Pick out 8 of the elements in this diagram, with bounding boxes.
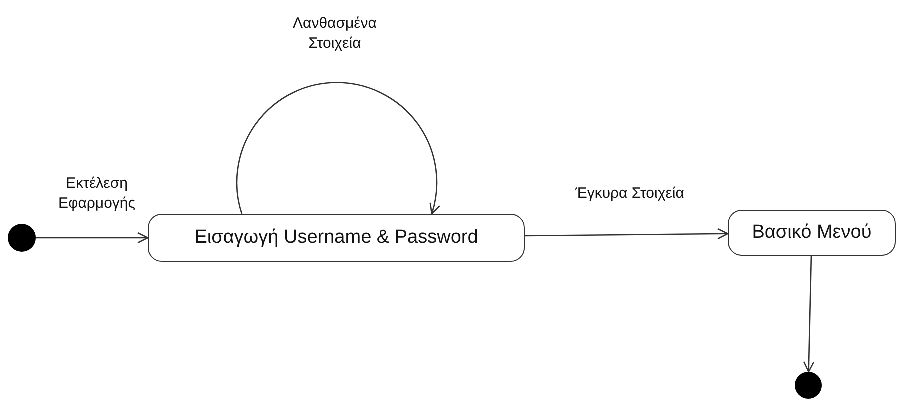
transition-arrow [236, 82, 440, 215]
state-dot [795, 372, 822, 399]
state-box: Εισαγωγή Username & Password [148, 214, 525, 262]
state-dot [8, 224, 36, 252]
transition-arrow [803, 256, 815, 373]
state-box: Βασικό Μενού [728, 210, 896, 256]
transition-arrow [36, 232, 149, 244]
transition-arrow [525, 228, 729, 240]
